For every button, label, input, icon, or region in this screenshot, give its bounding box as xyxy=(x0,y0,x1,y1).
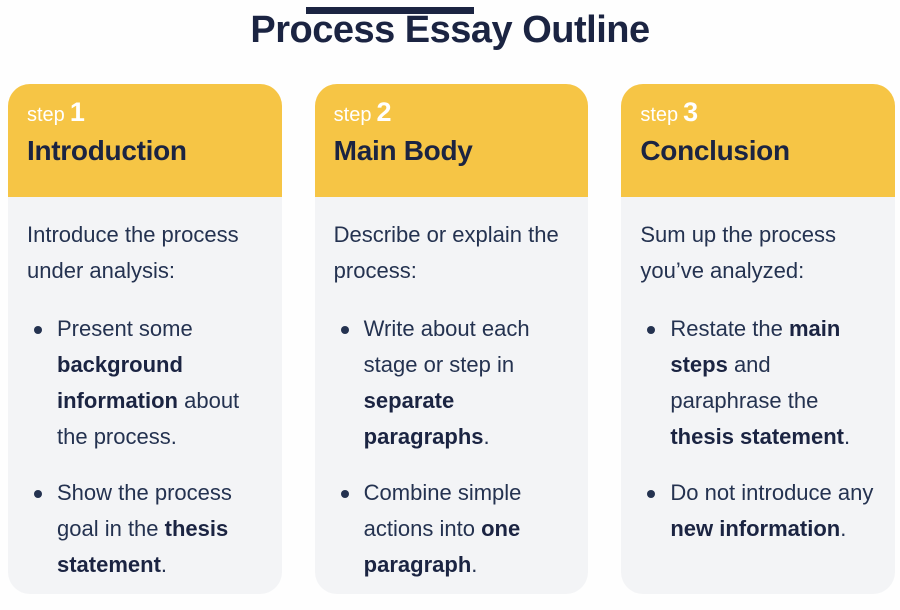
step-number: 3 xyxy=(683,97,699,127)
step-card-title: Main Body xyxy=(333,135,473,166)
bullet-item: Show the process goal in the thesis stat… xyxy=(27,475,266,583)
bullet-list: Present some background information abou… xyxy=(27,311,266,583)
bullet-item: Write about each stage or step in separa… xyxy=(334,311,573,455)
bullet-list: Write about each stage or step in separa… xyxy=(334,311,573,583)
bullet-item: Present some background information abou… xyxy=(27,311,266,455)
step-card-title: Introduction xyxy=(27,135,187,166)
step-label: step xyxy=(333,104,372,126)
bullet-dot-icon xyxy=(340,326,349,334)
card-intro: Describe or explain the process: xyxy=(333,222,559,283)
bullet-text: Write about each stage or step in separa… xyxy=(363,316,530,449)
bullet-dot-icon xyxy=(647,490,656,498)
bullet-text: Combine simple actions into one paragrap… xyxy=(363,480,522,577)
bullet-text: Show the process goal in the thesis stat… xyxy=(57,480,232,577)
page-title: Process Essay Outline xyxy=(250,9,650,51)
card-intro: Sum up the process you’ve analyzed: xyxy=(640,222,837,283)
bullet-item: Combine simple actions into one paragrap… xyxy=(334,475,573,583)
card-intro: Introduce the process under analysis: xyxy=(27,222,239,283)
bullet-dot-icon xyxy=(34,326,42,334)
bullet-dot-icon xyxy=(647,326,656,334)
bullet-list: Restate the main steps and paraphrase th… xyxy=(640,311,879,547)
step-card-body: Describe or explain the process: Write a… xyxy=(314,197,589,594)
bullet-text: Restate the main steps and paraphrase th… xyxy=(670,316,851,449)
bullet-dot-icon xyxy=(34,490,42,498)
step-card-body: Introduce the process under analysis: Pr… xyxy=(8,197,282,594)
step-card-body: Sum up the process you’ve analyzed: Rest… xyxy=(621,197,896,594)
bullet-dot-icon xyxy=(340,490,349,498)
bullet-text: Present some background information abou… xyxy=(57,316,240,449)
bullet-item: Restate the main steps and paraphrase th… xyxy=(640,311,879,455)
cropped-top-banner xyxy=(306,7,474,14)
bullet-item: Do not introduce any new information. xyxy=(640,475,879,547)
step-label: step xyxy=(640,104,679,126)
step-number: 1 xyxy=(69,97,85,127)
bullet-text: Do not introduce any new information. xyxy=(670,480,874,541)
step-label: step xyxy=(27,104,65,126)
step-card-title: Conclusion xyxy=(640,135,790,166)
step-number: 2 xyxy=(376,97,392,127)
